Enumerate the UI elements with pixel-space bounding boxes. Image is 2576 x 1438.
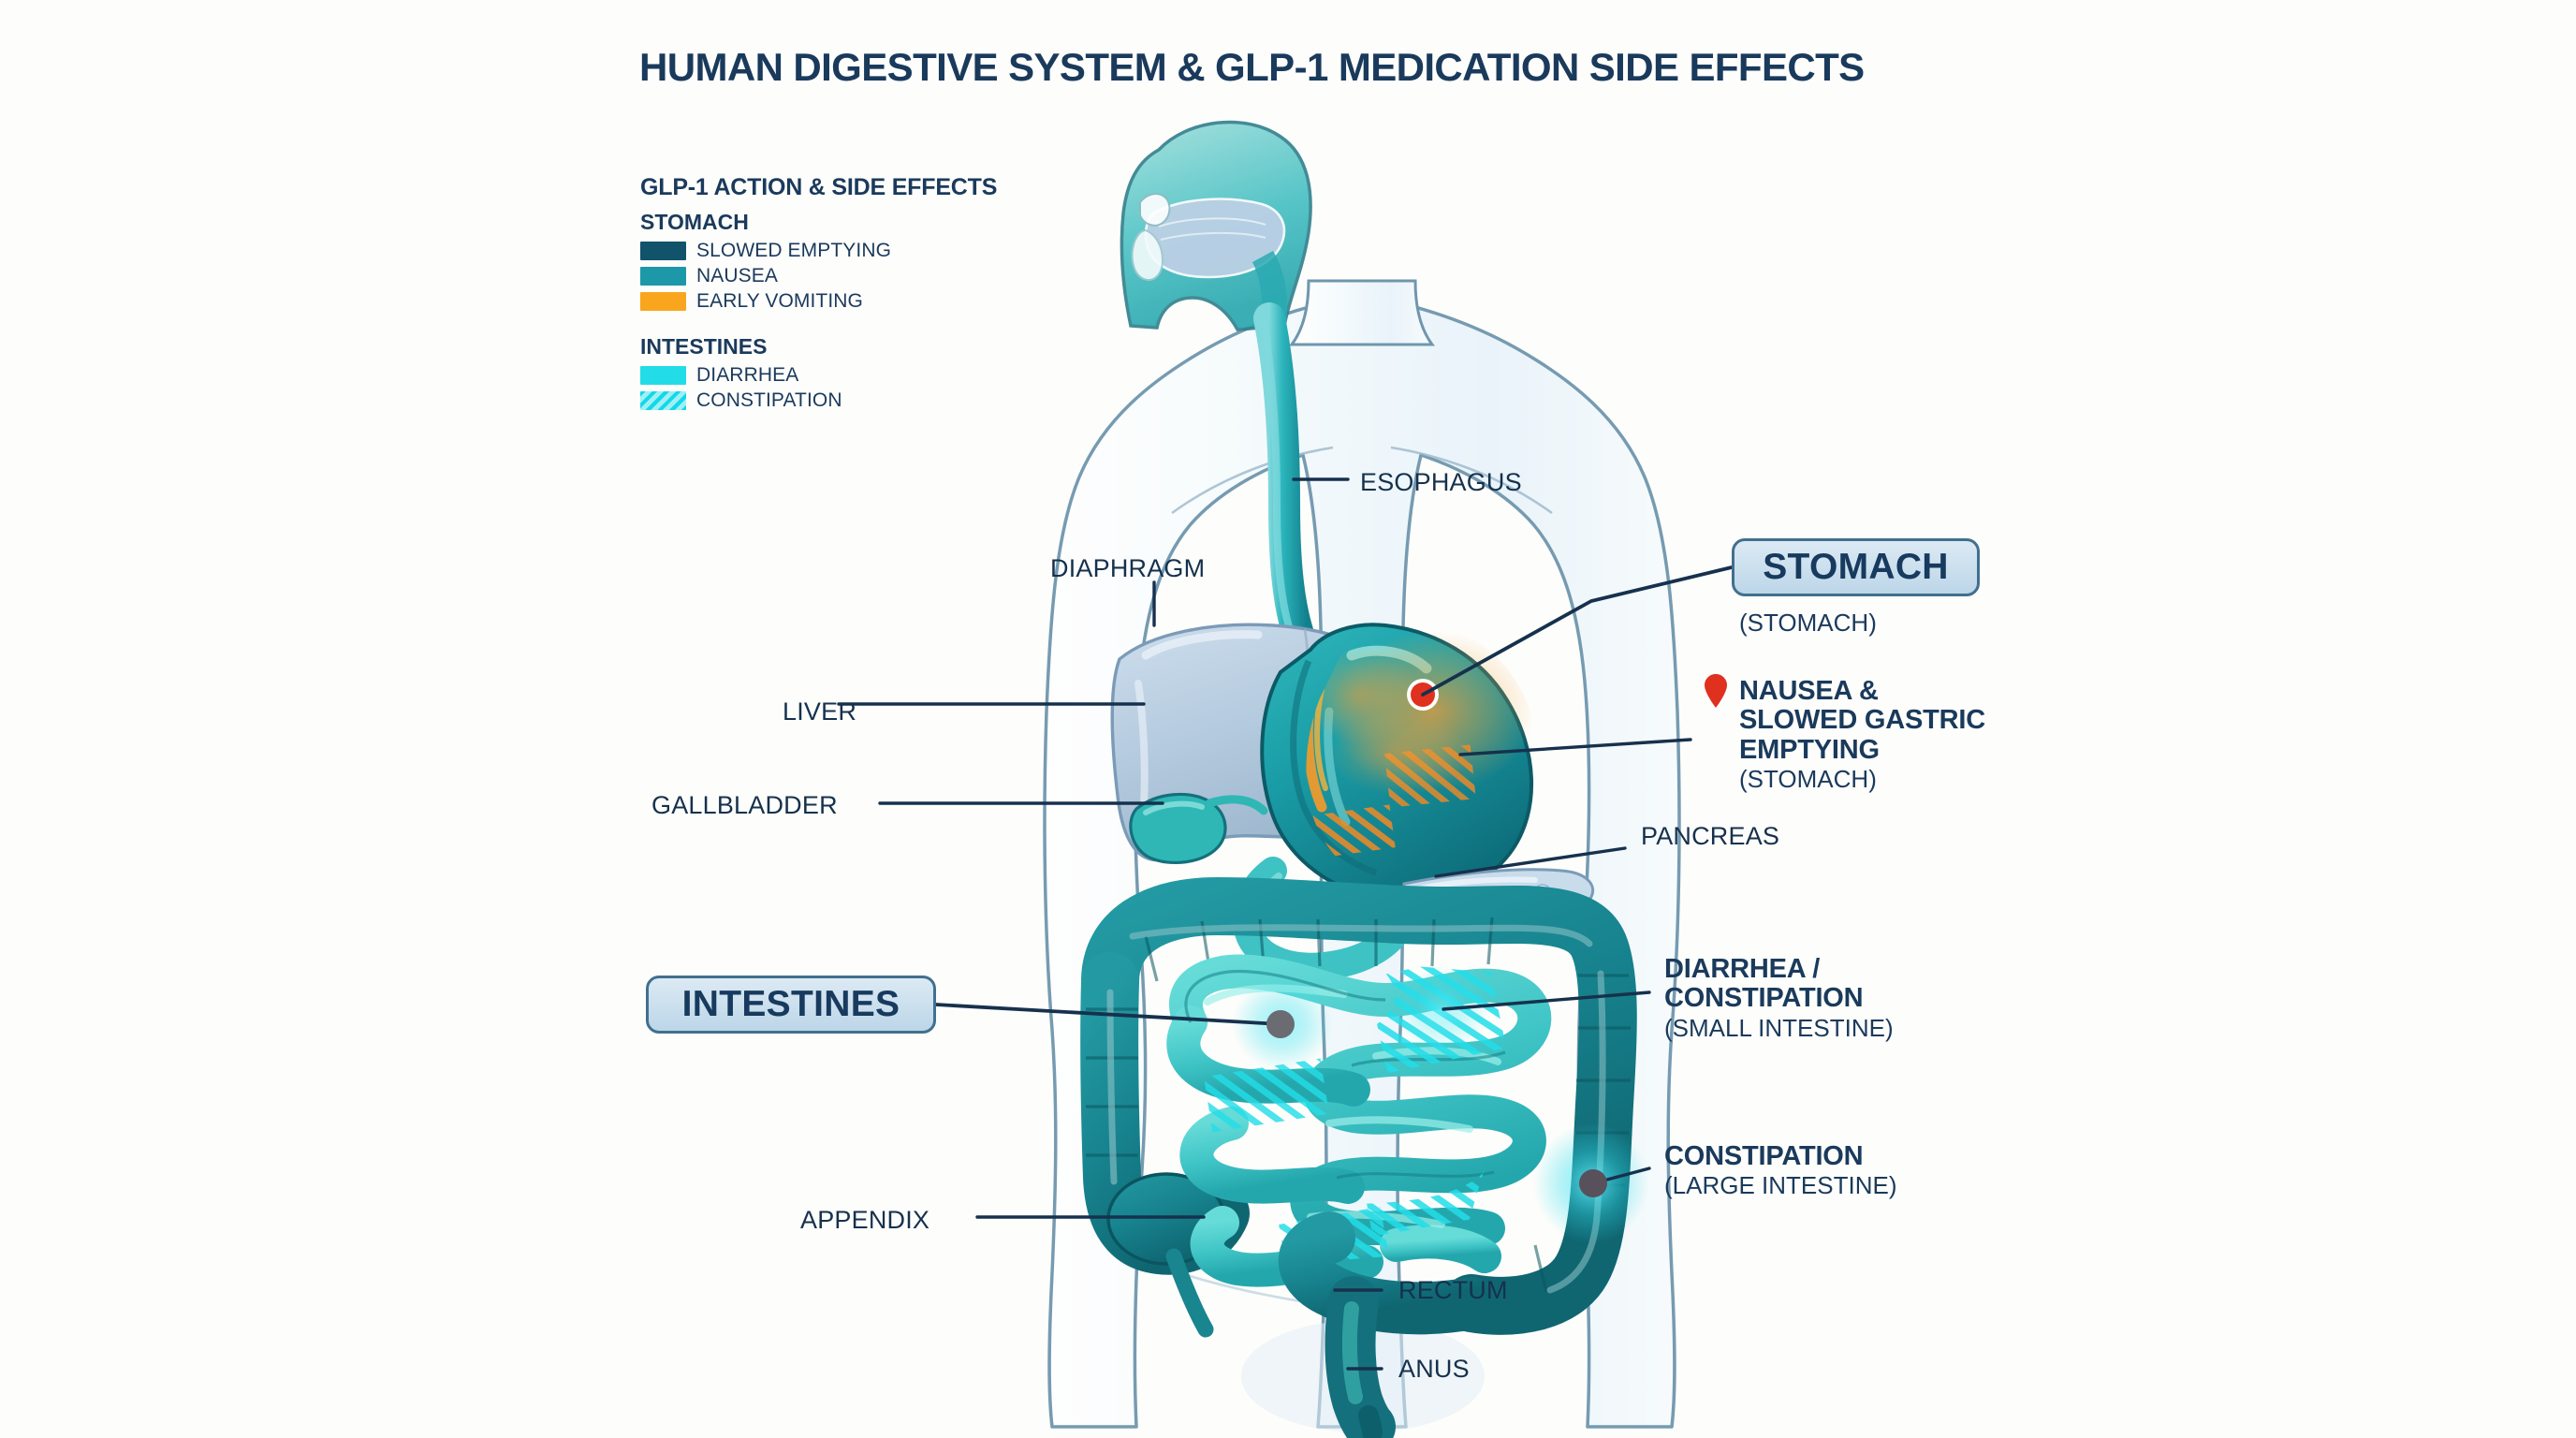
annotation-stomach-sub: (STOMACH) [1739,609,1877,637]
organ-label-gallbladder: GALLBLADDER [651,791,838,819]
annotation-constipation: CONSTIPATION (LARGE INTESTINE) [1664,1141,1897,1200]
organ-label-diaphragm: DIAPHRAGM [1050,554,1206,582]
legend-swatch-diarrhea [640,365,686,385]
organ-label-appendix: APPENDIX [800,1206,930,1234]
appendix-organ [1165,1248,1214,1338]
stomach-organ [1260,623,1535,902]
organ-label-anus: ANUS [1398,1355,1470,1383]
annotation-nausea-line2: SLOWED GASTRIC [1739,705,1986,736]
legend-item-diarrhea: DIARRHEA [640,362,1127,388]
small-intestine-marker-dot [1266,1010,1295,1038]
legend-item-early-vomiting: EARLY VOMITING [640,288,1127,314]
legend-title: GLP-1 ACTION & SIDE EFFECTS [640,174,998,200]
esophagus-organ [1253,302,1323,671]
legend-group-heading-intestines: INTESTINES [640,334,768,359]
annotation-stomach-sub-text: (STOMACH) [1739,609,1877,637]
legend-swatch-nausea [640,266,686,286]
annotation-diarrhea-sub: (SMALL INTESTINE) [1664,1013,1894,1042]
rectum-organ [1278,1211,1498,1438]
legend-item-slowed-emptying: SLOWED EMPTYING [640,238,1127,263]
large-intestine-marker-dot [1579,1169,1607,1197]
anus-organ [1358,1405,1383,1438]
annotation-diarrhea-line1: DIARRHEA / [1664,954,1821,984]
callout-pill-stomach[interactable]: STOMACH [1732,538,1980,596]
annotation-diarrhea: DIARRHEA / CONSTIPATION (SMALL INTESTINE… [1664,954,1894,1042]
legend-item-constipation: CONSTIPATION [640,388,1127,413]
annotation-constipation-line1: CONSTIPATION [1664,1141,1864,1171]
legend-swatch-constipation [640,390,686,410]
annotation-nausea-sub: (STOMACH) [1739,764,1877,793]
stomach-marker-dot [1411,682,1435,707]
organ-label-rectum: RECTUM [1398,1276,1508,1304]
annotation-diarrhea-line2: CONSTIPATION [1664,983,1864,1014]
head-cross-section [1120,120,1312,331]
annotation-constipation-sub: (LARGE INTESTINE) [1664,1171,1897,1200]
legend-swatch-early-vomiting [640,291,686,311]
annotation-nausea-line3: EMPTYING [1739,734,1880,765]
page-title: HUMAN DIGESTIVE SYSTEM & GLP-1 MEDICATIO… [639,45,1865,89]
legend-label-diarrhea: DIARRHEA [696,363,799,386]
legend-label-early-vomiting: EARLY VOMITING [696,289,863,312]
callout-pill-intestines[interactable]: INTESTINES [646,976,936,1034]
legend-label-nausea: NAUSEA [696,264,778,286]
legend-item-nausea: NAUSEA [640,263,1127,288]
legend-swatch-slowed-emptying [640,241,686,260]
map-pin-icon [1705,674,1727,708]
annotation-nausea: NAUSEA & SLOWED GASTRIC EMPTYING (STOMAC… [1739,676,1986,793]
organ-label-liver: LIVER [783,697,857,726]
gallbladder-organ [1129,792,1268,865]
legend: GLP-1 ACTION & SIDE EFFECTS STOMACH SLOW… [640,174,1127,413]
annotation-nausea-line1: NAUSEA & [1739,676,1879,706]
small-intestine-organ [1166,952,1552,1287]
organ-label-pancreas: PANCREAS [1641,822,1780,850]
large-intestine-organ [1080,876,1649,1338]
legend-group-heading-stomach: STOMACH [640,210,749,234]
legend-label-slowed-emptying: SLOWED EMPTYING [696,239,892,261]
legend-label-constipation: CONSTIPATION [696,389,842,411]
organ-label-esophagus: ESOPHAGUS [1360,468,1522,496]
